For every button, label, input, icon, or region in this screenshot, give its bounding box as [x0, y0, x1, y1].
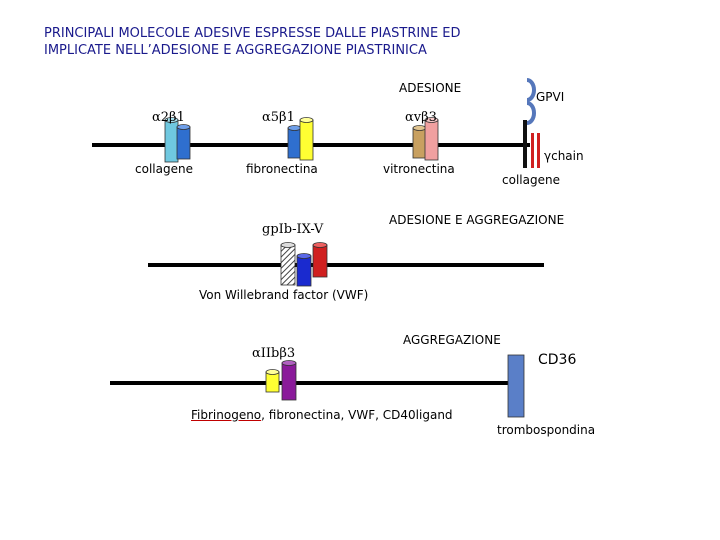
section-adhesion: ADESIONE: [399, 81, 462, 95]
ligand-collagene-2: collagene: [502, 173, 560, 187]
ligand-fibrinogeno: Fibrinogeno: [191, 408, 262, 422]
ligand-aiib3-list: Fibrinogeno, fibronectina, VWF, CD40liga…: [191, 408, 453, 422]
label-aiib3: αIIbβ3: [252, 346, 296, 361]
section-aggregation: AGGREGAZIONE: [403, 333, 501, 347]
gpvi-receptor: [523, 78, 536, 168]
a5b1-receptor: [287, 117, 314, 161]
avb3-receptor: [412, 117, 439, 161]
ligand-fibronectina: fibronectina: [246, 162, 318, 176]
title-line-1: PRINCIPALI MOLECOLE ADESIVE ESPRESSE DAL…: [44, 26, 461, 41]
membrane-adhesion-aggregation: [148, 263, 544, 267]
label-avb3: αvβ3: [405, 110, 437, 125]
a2b1-receptor: [164, 117, 191, 163]
ligand-trombospondina: trombospondina: [497, 423, 596, 437]
label-gpvi: GPVI: [536, 90, 565, 104]
label-gpib: gpIb-IX-V: [262, 222, 324, 237]
ligand-vwf: Von Willebrand factor (VWF): [199, 288, 369, 302]
membrane-aggregation: [110, 381, 516, 385]
ligand-collagene-1: collagene: [135, 162, 193, 176]
section-adhesion-aggregation: ADESIONE E AGGREGAZIONE: [389, 213, 565, 227]
gamma-chain-bars: [531, 133, 540, 168]
title-line-2: IMPLICATE NELL’ADESIONE E AGGREGAZIONE P…: [44, 43, 427, 58]
label-a2b1: α2β1: [152, 110, 185, 125]
label-cd36: CD36: [538, 352, 577, 368]
ligand-aiib3-rest: , fibronectina, VWF, CD40ligand: [261, 408, 453, 422]
aiib3-receptor: [265, 360, 297, 401]
label-a5b1: α5β1: [262, 110, 295, 125]
label-gamma-chain: γchain: [544, 149, 584, 163]
ligand-vitronectina: vitronectina: [383, 162, 455, 176]
gpib-receptor: [280, 242, 328, 287]
cd36-receptor: [507, 354, 525, 418]
